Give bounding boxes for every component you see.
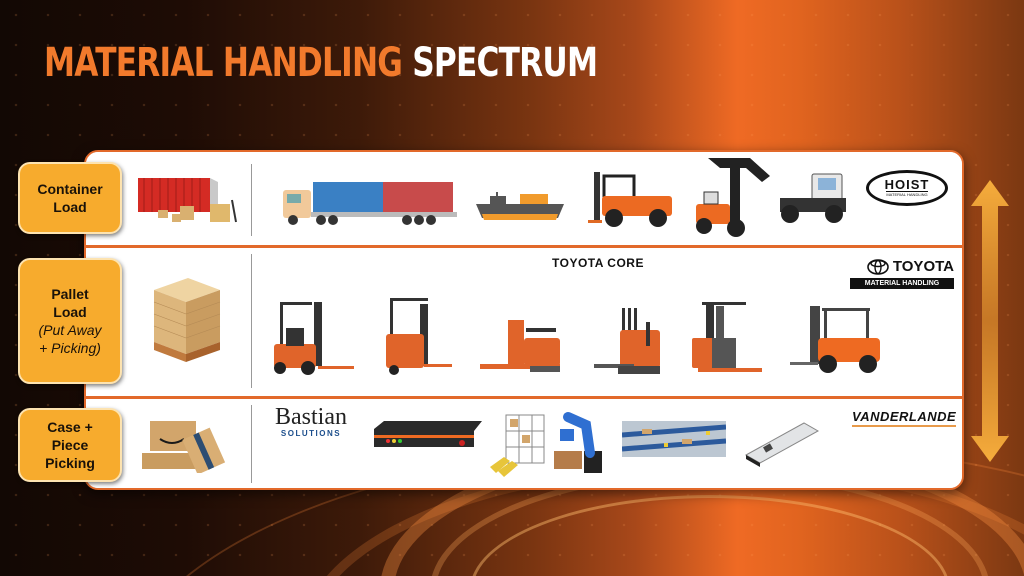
row-separator <box>86 245 962 248</box>
shuttle-robot-image <box>744 422 820 467</box>
reach-truck-image <box>692 302 762 372</box>
order-picker-tugger-image <box>480 320 560 372</box>
hoist-logo: HOIST MATERIAL HANDLING <box>866 170 948 206</box>
row-divider <box>251 164 252 236</box>
pallet-jack-image <box>594 308 660 374</box>
row-case-piece-picking: Bastian SOLUTIONS <box>86 399 962 488</box>
label-case-piece-picking: Case + Piece Picking <box>18 408 122 482</box>
label-line: Load <box>53 199 87 215</box>
label-line: Pallet <box>51 286 89 302</box>
electric-forklift-image <box>274 302 354 375</box>
toyota-emblem-icon <box>867 258 889 275</box>
label-line-italic: (Put Away <box>38 322 102 338</box>
title-part-orange: MATERIAL HANDLING <box>44 40 403 86</box>
bastian-logo-text: Bastian <box>275 404 347 430</box>
row-divider <box>251 405 252 483</box>
label-line-italic: + Picking) <box>39 340 101 356</box>
label-line: Container <box>37 181 103 197</box>
label-line: Piece <box>51 437 89 453</box>
row-pallet-load: TOYOTA CORE TOYOTA MATERIAL HANDLING <box>86 248 962 396</box>
stand-up-rider-image <box>386 298 452 375</box>
page-title: MATERIAL HANDLING SPECTRUM <box>44 40 598 86</box>
robotic-arm-image <box>554 412 602 473</box>
label-line: Case + <box>47 419 93 435</box>
agv-robot-image <box>374 421 482 447</box>
row-separator <box>86 396 962 399</box>
shipping-container-image <box>138 178 237 223</box>
section-heading-toyota-core: TOYOTA CORE <box>552 256 644 270</box>
asrs-rack-image <box>490 414 545 477</box>
label-line: Picking <box>45 455 95 471</box>
spectrum-double-arrow-icon <box>971 180 1009 462</box>
title-part-white: SPECTRUM <box>412 40 598 86</box>
pallet-of-boxes-image <box>153 278 221 362</box>
bastian-logo-subtext: SOLUTIONS <box>280 429 342 438</box>
semi-truck-image <box>283 182 457 225</box>
label-pallet-load: Pallet Load (Put Away + Picking) <box>18 258 122 384</box>
row-container-load: HOIST MATERIAL HANDLING <box>86 152 962 245</box>
hoist-logo-text: HOIST <box>884 177 930 192</box>
amazon-boxes-image <box>142 421 226 473</box>
container-handler-image <box>696 158 770 237</box>
hoist-logo-subtext: MATERIAL HANDLING <box>886 191 928 197</box>
terminal-tractor-image <box>780 173 846 223</box>
toyota-logo-text: TOYOTA <box>892 258 954 275</box>
vanderlande-logo: VANDERLANDE <box>852 409 957 427</box>
toyota-logo-subtext: MATERIAL HANDLING <box>850 278 954 289</box>
toyota-logo: TOYOTA MATERIAL HANDLING <box>850 258 954 289</box>
conveyor-system-image <box>622 421 726 457</box>
large-forklift-image <box>588 172 672 227</box>
label-container-load: Container Load <box>18 162 122 234</box>
label-line: Load <box>53 304 87 320</box>
vanderlande-logo-text: VANDERLANDE <box>852 409 957 427</box>
row-divider <box>251 254 252 388</box>
ic-forklift-image <box>790 306 880 373</box>
cargo-ship-image <box>476 192 564 220</box>
spectrum-panel: HOIST MATERIAL HANDLING TOYOTA CORE <box>84 150 964 490</box>
bastian-solutions-logo: Bastian SOLUTIONS <box>266 405 356 438</box>
